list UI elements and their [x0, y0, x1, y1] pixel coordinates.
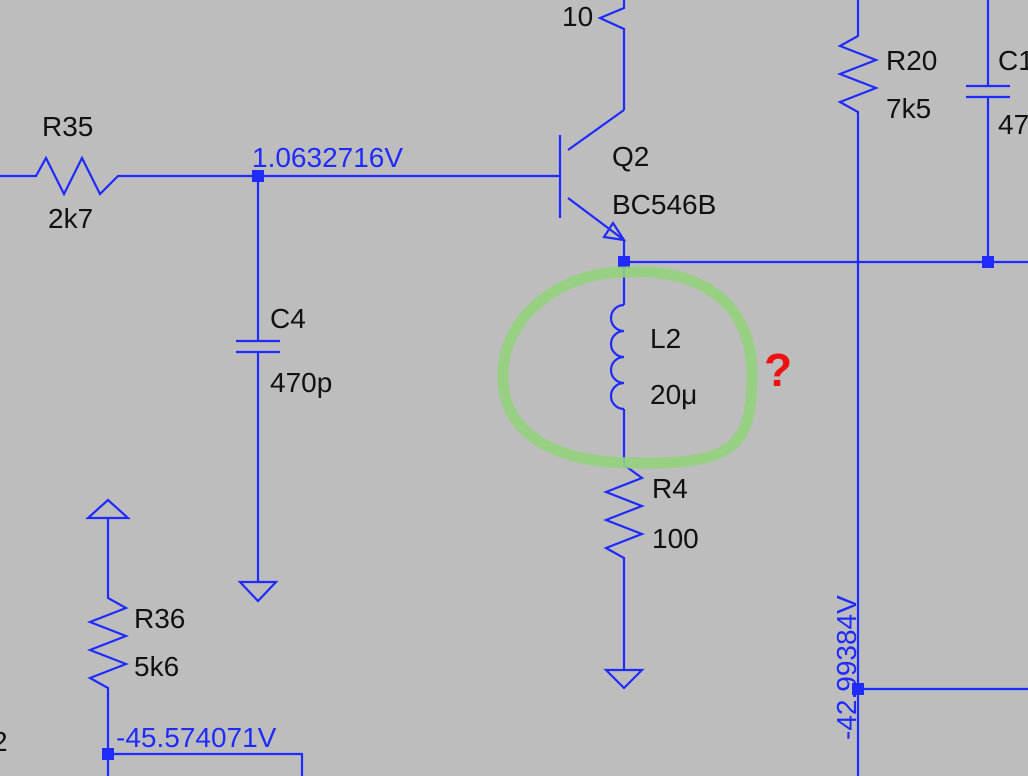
r35-value: 2k7 [48, 203, 93, 234]
question-mark: ? [764, 344, 792, 396]
right-voltage-label: -42.99384V [831, 595, 862, 740]
c1-junction-node[interactable] [982, 256, 994, 268]
r4-value: 100 [652, 523, 699, 554]
q2-value: BC546B [612, 189, 716, 220]
q2-ref: Q2 [612, 141, 649, 172]
c1-value: 47 [998, 109, 1028, 140]
c1-ref: C1 [998, 45, 1028, 76]
r36-ref: R36 [134, 603, 185, 634]
c4-ground-symbol [237, 580, 279, 603]
r36-net-wire[interactable] [108, 752, 304, 776]
q2-collector[interactable] [567, 109, 625, 151]
r36-wire[interactable] [86, 518, 130, 776]
r4-ground-symbol [603, 668, 645, 690]
r4-ref: R4 [652, 473, 688, 504]
r20-wire[interactable] [836, 0, 880, 776]
r4-wire[interactable] [602, 409, 646, 670]
r36-voltage-label: -45.574071V [116, 722, 277, 753]
r20-ref: R20 [886, 45, 937, 76]
base-net-wire[interactable] [0, 155, 560, 197]
left-edge-partial-label: 2 [0, 726, 8, 757]
c4-ref: C4 [270, 303, 306, 334]
resistor-top-wire[interactable] [597, 0, 626, 110]
resistor-top-value: 10 [562, 1, 593, 32]
r36-value: 5k6 [134, 651, 179, 682]
r35-ref: R35 [42, 111, 93, 142]
l2-ref: L2 [650, 323, 681, 354]
l2-value: 20μ [650, 379, 697, 410]
c4-value: 470p [270, 367, 332, 398]
l2-coil[interactable] [609, 303, 625, 411]
q2-emitter[interactable] [567, 197, 625, 241]
r20-value: 7k5 [886, 93, 931, 124]
l2-highlight-circle [497, 266, 758, 469]
q2-emitter-arrow [602, 220, 627, 242]
base-voltage-label: 1.0632716V [252, 142, 403, 173]
